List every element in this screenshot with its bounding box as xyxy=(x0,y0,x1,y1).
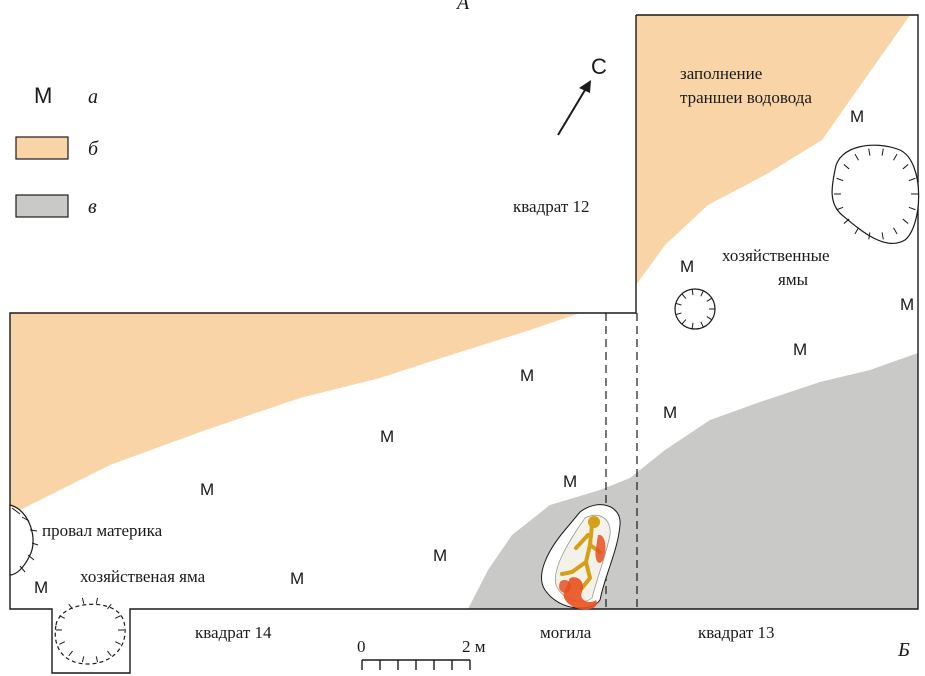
pit-bottom-hachures xyxy=(56,597,124,663)
marker-m: М xyxy=(34,578,48,597)
hachure-tick xyxy=(893,227,898,235)
hachure-tick xyxy=(675,302,682,306)
hachure-tick xyxy=(681,319,687,325)
north-arrow xyxy=(557,84,589,136)
grey-area xyxy=(468,353,918,609)
marker-m: М xyxy=(380,427,394,446)
collapse-pit xyxy=(9,504,34,576)
trench-label-line1: заполнение xyxy=(680,64,762,83)
grave-label: могила xyxy=(540,623,592,642)
hachure-tick xyxy=(893,153,898,161)
legend-b-label: б xyxy=(88,138,99,160)
hachure-tick xyxy=(843,218,850,224)
grave xyxy=(541,504,621,610)
pits-label-line2: ямы xyxy=(778,270,809,289)
pit-large xyxy=(831,144,920,245)
pit-large-hachures xyxy=(834,148,918,240)
hachure-tick xyxy=(854,153,859,161)
hachure-tick xyxy=(675,312,682,316)
ochre-3 xyxy=(559,579,572,593)
hachure-tick xyxy=(81,656,85,663)
pit-bottom xyxy=(54,603,126,665)
legend-a-symbol: М xyxy=(34,83,52,108)
marker-m: М xyxy=(850,107,864,126)
grave-inner xyxy=(554,514,611,602)
skull xyxy=(588,516,600,528)
hachure-tick xyxy=(700,290,704,297)
scale-start: 0 xyxy=(357,637,366,656)
marker-m: М xyxy=(200,480,214,499)
hachure-tick xyxy=(68,650,73,657)
hachure-tick xyxy=(59,641,65,645)
marker-m: М xyxy=(433,546,447,565)
hachure-tick xyxy=(95,597,99,604)
hachure-tick xyxy=(691,289,694,296)
marker-m: М xyxy=(663,403,677,422)
legend-b-swatch xyxy=(15,136,69,160)
north-label: С xyxy=(591,54,607,79)
hachure-tick xyxy=(115,641,121,645)
legend-v-swatch xyxy=(15,194,69,218)
pits-label-line1: хозяйственные xyxy=(722,246,830,265)
hachure-tick xyxy=(843,164,850,170)
ochre xyxy=(563,577,597,610)
header-label: A xyxy=(455,0,470,14)
square13-label: квадрат 13 xyxy=(698,623,775,642)
hachure-tick xyxy=(107,650,112,657)
marker-m: М xyxy=(563,472,577,491)
scale-end: 2 м xyxy=(462,637,486,656)
north-arrow-head xyxy=(579,80,591,93)
hachure-tick xyxy=(681,293,687,299)
marker-m: М xyxy=(290,569,304,588)
collapse-hachures xyxy=(11,507,39,573)
square12-label: квадрат 12 xyxy=(513,197,590,216)
collapse-label: провал материка xyxy=(42,521,163,540)
hachure-tick xyxy=(706,297,713,302)
hachure-tick xyxy=(95,656,99,663)
hachure-tick xyxy=(836,206,844,211)
ochre-2 xyxy=(595,534,606,563)
hachure-tick xyxy=(881,148,884,156)
pit-label: хозяйственая яма xyxy=(80,567,206,586)
hachure-tick xyxy=(115,615,121,619)
hachure-tick xyxy=(59,615,65,619)
hachure-tick xyxy=(706,316,713,321)
excavation-outline xyxy=(9,14,919,674)
hachure-tick xyxy=(908,206,916,211)
hachure-tick xyxy=(902,218,909,224)
trench-fill-left xyxy=(10,313,580,515)
hachure-tick xyxy=(691,322,694,329)
marker-m: М xyxy=(680,257,694,276)
hachure-tick xyxy=(881,232,884,240)
hachure-tick xyxy=(902,164,909,170)
hachure-tick xyxy=(868,148,871,156)
hachure-tick xyxy=(700,321,704,328)
square14-label: квадрат 14 xyxy=(195,623,272,642)
trench-fill-upper xyxy=(636,15,910,285)
hachure-tick xyxy=(107,603,112,610)
legend-v-label: в xyxy=(88,196,97,218)
pit-small-hachures xyxy=(675,289,715,329)
hachure-tick xyxy=(68,603,73,610)
trench-label-line2: траншеи водовода xyxy=(680,88,812,107)
hachure-tick xyxy=(854,227,859,235)
corner-label: Б xyxy=(897,639,910,661)
markers: М М М М М М М М М М М М xyxy=(34,107,914,597)
skeleton xyxy=(560,523,602,590)
hachure-tick xyxy=(836,177,844,182)
hachure-tick xyxy=(81,597,85,604)
marker-m: М xyxy=(900,295,914,314)
hachure-tick xyxy=(868,232,871,240)
legend: М а б в xyxy=(15,83,99,218)
marker-m: М xyxy=(520,366,534,385)
scale-bar xyxy=(361,659,471,670)
marker-m: М xyxy=(793,340,807,359)
hachure-tick xyxy=(908,177,916,182)
legend-a-label: а xyxy=(88,86,98,108)
